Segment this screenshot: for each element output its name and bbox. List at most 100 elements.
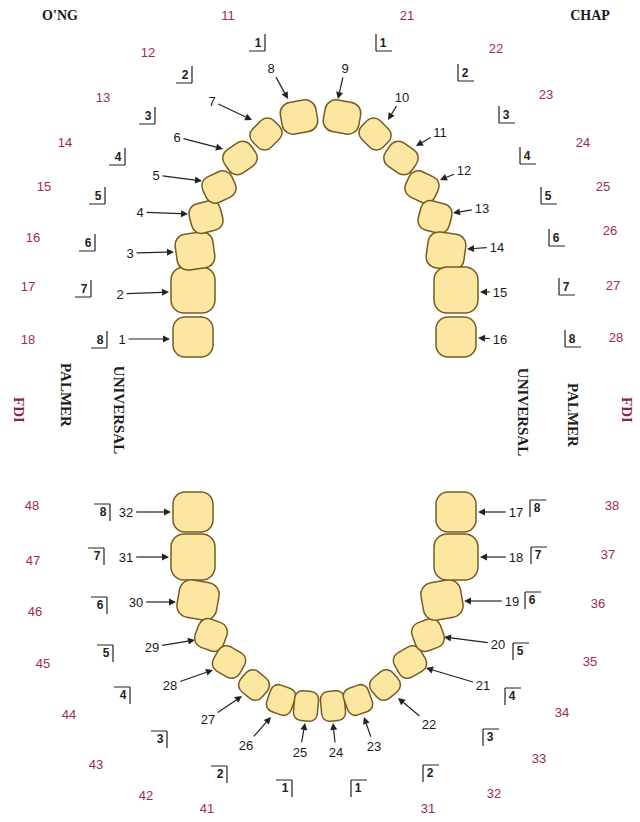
universal-number: 29 [145,641,159,654]
fdi-number: 16 [26,231,40,244]
leader-arrow [276,77,285,93]
palmer-number: 8 [534,502,541,514]
tooth [434,267,478,313]
palmer-bracket [91,597,107,614]
palmer-number: 1 [380,37,387,49]
palmer-number: 3 [503,109,510,121]
fdi-number: 34 [555,706,569,719]
universal-number: 15 [493,286,507,299]
fdi-number: 26 [603,224,617,237]
fdi-number: 12 [141,46,155,59]
arrowhead [480,289,487,296]
palmer-number: 8 [569,333,576,345]
palmer-number: 5 [545,190,552,202]
palmer-number: 4 [509,690,516,702]
leader-arrow [392,106,397,114]
palmer-bracket [151,731,167,748]
leader-arrow [184,139,217,148]
side-heading: CHAP [570,9,610,23]
palmer-number: 7 [81,283,88,295]
palmer-bracket [88,548,104,565]
fdi-number: 38 [605,499,619,512]
system-label: PALMER [565,383,580,447]
palmer-bracket [276,780,292,797]
leader-arrow [147,212,181,213]
arrowhead [205,669,213,676]
palmer-bracket [75,280,91,297]
tooth [402,168,443,207]
palmer-number: 6 [85,237,92,249]
arrowhead [169,599,176,606]
tooth [320,690,347,722]
universal-number: 12 [457,164,471,177]
fdi-number: 21 [400,9,414,22]
fdi-number: 47 [26,554,40,567]
fdi-number: 41 [200,802,214,815]
palmer-bracket [565,330,581,347]
fdi-number: 15 [37,180,51,193]
leader-arrow [334,730,335,743]
arrowhead [336,91,343,99]
palmer-number: 4 [115,151,122,163]
system-label: FDI [619,397,634,423]
palmer-number: 5 [95,190,102,202]
palmer-number: 2 [217,768,224,780]
universal-number: 17 [509,506,523,519]
universal-number: 18 [509,551,523,564]
tooth [436,317,476,357]
universal-number: 7 [208,95,215,108]
arrowhead [480,554,487,561]
palmer-number: 8 [97,334,104,346]
palmer-bracket [458,64,474,81]
leader-arrow [340,77,343,92]
palmer-number: 5 [103,647,110,659]
fdi-number: 11 [221,9,235,22]
fdi-number: 25 [596,180,610,193]
palmer-number: 2 [182,69,189,81]
leader-arrow [218,700,237,713]
palmer-bracket [525,592,541,609]
universal-number: 32 [119,506,133,519]
arrowhead [467,245,474,252]
fdi-number: 24 [576,136,590,149]
tooth [175,578,221,622]
palmer-number: 1 [255,37,262,49]
arrowhead [244,114,252,120]
leader-arrow [485,511,506,512]
universal-number: 5 [152,169,159,182]
universal-number: 1 [118,333,125,346]
palmer-number: 4 [120,689,127,701]
system-label: FDI [11,397,26,423]
leader-arrow [302,730,304,743]
fdi-number: 14 [58,136,72,149]
tooth [174,231,217,272]
arrowhead [453,208,461,215]
tooth [434,534,478,580]
system-label: UNIVERSAL [111,366,126,454]
palmer-bracket [351,780,367,797]
leader-arrow [137,252,167,254]
universal-number: 24 [329,746,343,759]
fdi-number: 28 [609,331,623,344]
fdi-number: 32 [487,787,501,800]
leader-arrow [366,724,371,737]
tooth [419,578,465,622]
palmer-number: 8 [100,506,107,518]
palmer-bracket [483,729,499,746]
universal-number: 6 [173,131,180,144]
system-label: PALMER [58,363,73,427]
palmer-bracket [249,34,265,51]
arrowhead [188,638,196,645]
leader-arrow [485,338,490,339]
arrowhead [162,554,169,561]
tooth [278,98,319,136]
palmer-number: 7 [563,281,570,293]
palmer-number: 3 [157,733,164,745]
palmer-bracket [176,66,192,83]
palmer-number: 3 [487,731,494,743]
tooth [246,114,286,154]
leader-arrow [474,247,487,249]
